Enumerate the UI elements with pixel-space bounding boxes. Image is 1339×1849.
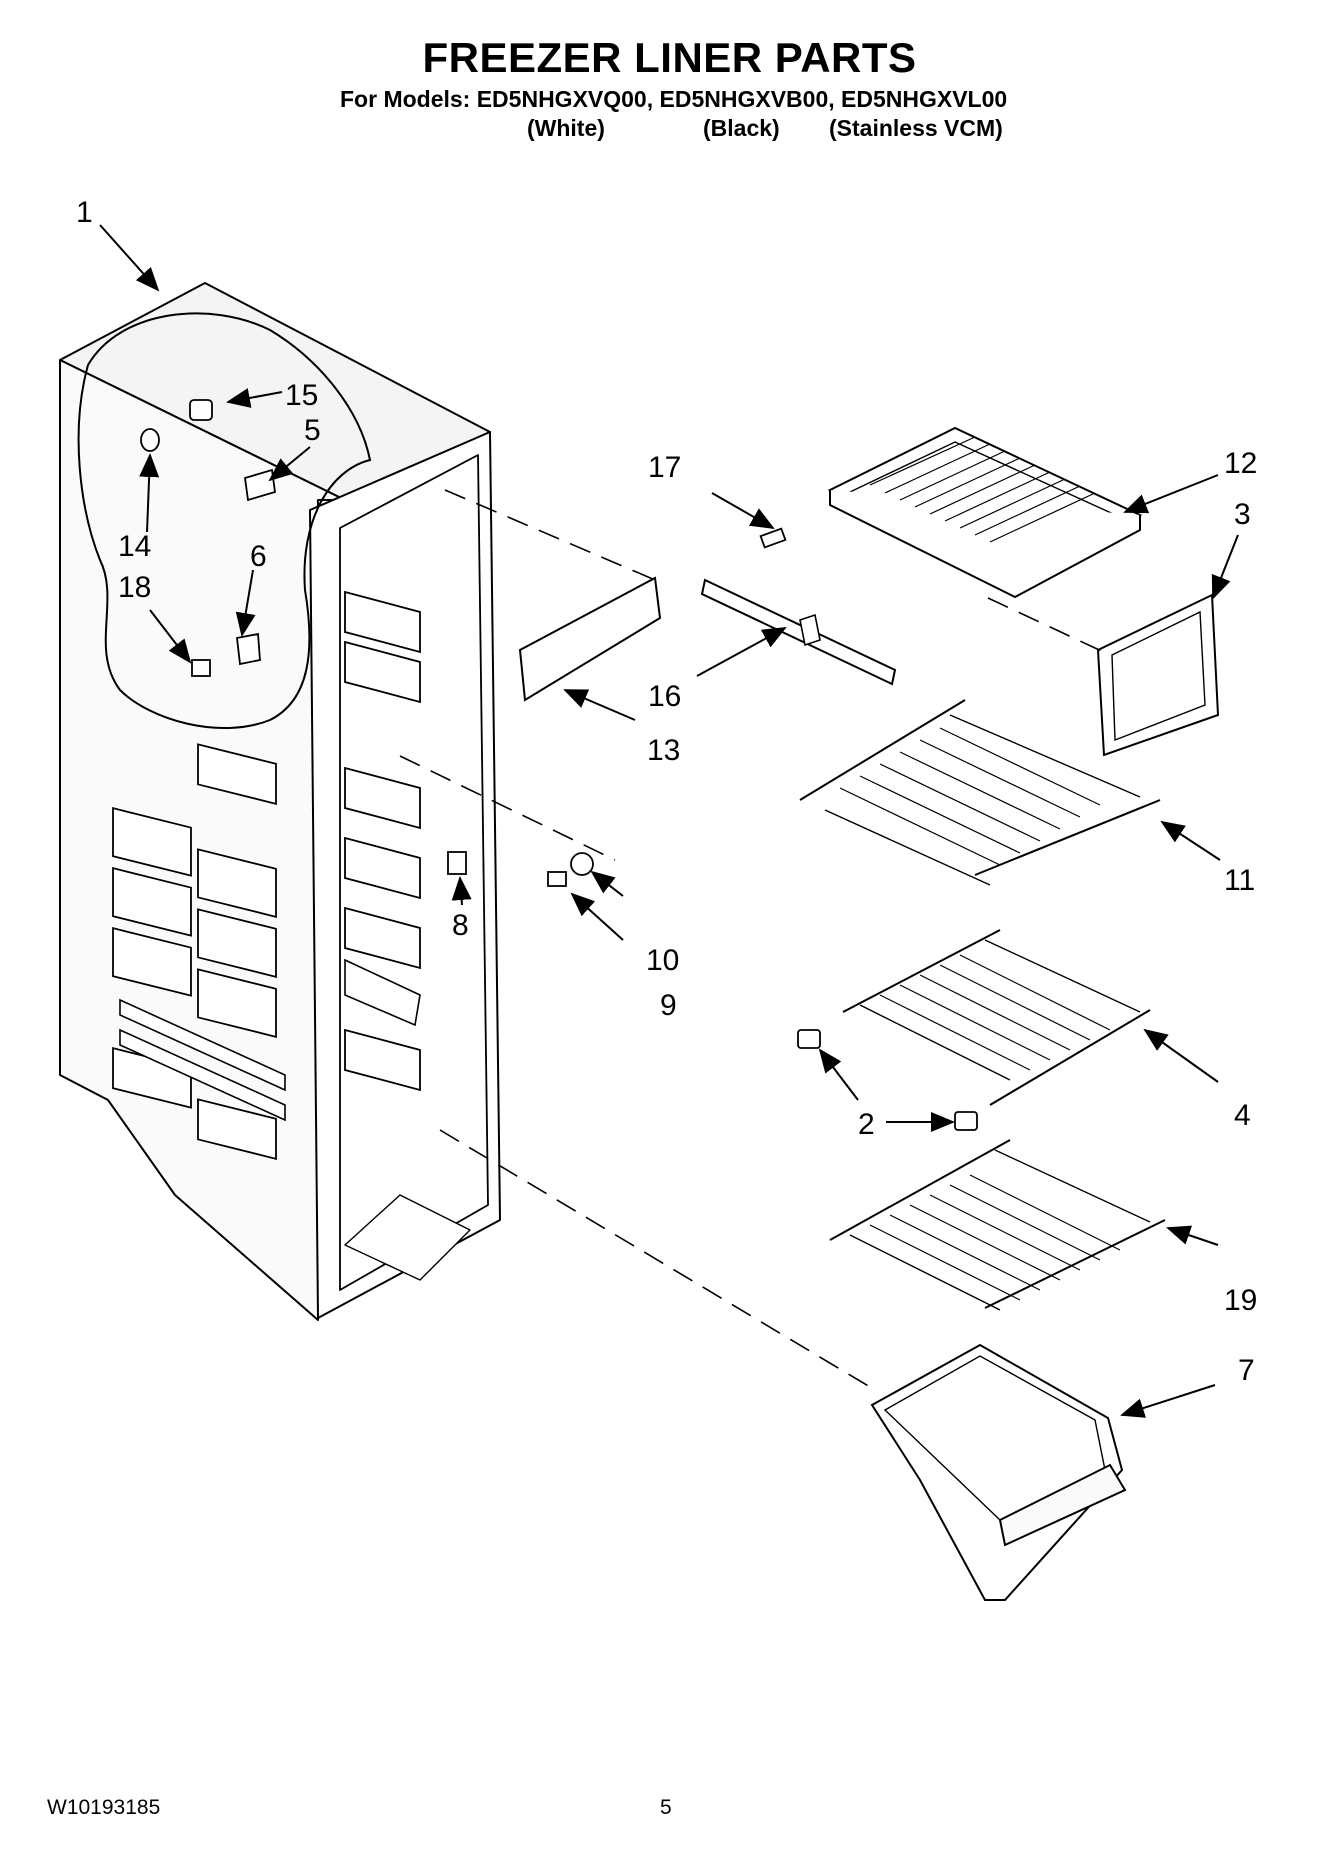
leader-arrows (99, 224, 1239, 1418)
light-bulb-14 (140, 428, 160, 452)
callout-14: 14 (118, 530, 151, 563)
callout-17: 17 (648, 451, 681, 484)
callout-10: 10 (646, 944, 679, 977)
screw-9 (547, 871, 567, 887)
color-stainless-label: (Stainless VCM) (829, 115, 1003, 141)
bracket-16 (700, 578, 897, 686)
callout-16: 16 (648, 680, 681, 713)
light-socket-15 (189, 399, 213, 421)
callout-6: 6 (250, 540, 267, 573)
assembly-lines (399, 489, 1111, 1391)
screw-18 (191, 659, 211, 677)
callout-9: 9 (660, 989, 677, 1022)
wire-shelf-19 (829, 1139, 1166, 1311)
liner-rails (119, 958, 421, 1122)
document-number: W10193185 (47, 1796, 161, 1819)
wire-shelf-11 (799, 699, 1161, 886)
bracket-6 (236, 632, 261, 666)
page-number: 5 (660, 1796, 672, 1819)
page-title: FREEZER LINER PARTS (422, 34, 917, 81)
cover-strip-13 (518, 576, 662, 702)
callout-13: 13 (647, 734, 680, 767)
callout-5: 5 (304, 414, 321, 447)
callout-labels: 1 15 5 14 6 18 8 10 9 17 12 3 16 13 11 4… (76, 196, 1257, 1387)
liner-panels (112, 743, 277, 1160)
shelf-support-2 (797, 1029, 978, 1131)
callout-18: 18 (118, 571, 151, 604)
callout-12: 12 (1224, 447, 1257, 480)
frame-3 (1096, 593, 1220, 757)
callout-11: 11 (1224, 864, 1255, 897)
callout-3: 3 (1234, 498, 1251, 531)
color-white-label: (White) (527, 115, 605, 141)
bin-7 (870, 1343, 1127, 1601)
screw-17 (759, 527, 787, 549)
callout-2: 2 (858, 1108, 875, 1141)
models-line: For Models: ED5NHGXVQ00, ED5NHGXVB00, ED… (340, 86, 1008, 112)
fastener-8 (447, 851, 467, 875)
callout-8: 8 (452, 909, 469, 942)
washer-10 (570, 852, 594, 876)
callout-7: 7 (1238, 1354, 1255, 1387)
opening-panels (344, 590, 421, 1092)
callout-19: 19 (1224, 1284, 1257, 1317)
freezer-liner (59, 282, 501, 1321)
wire-shelf-4 (842, 929, 1151, 1106)
callout-1: 1 (76, 196, 93, 229)
callout-15: 15 (285, 379, 318, 412)
clip-5 (244, 468, 276, 502)
color-black-label: (Black) (703, 115, 780, 141)
tray-12-grid (869, 436, 1096, 543)
tray-12 (827, 426, 1143, 599)
small-liner-parts (140, 399, 594, 887)
liner-cutaway-outline (77, 312, 372, 730)
callout-4: 4 (1234, 1099, 1251, 1132)
